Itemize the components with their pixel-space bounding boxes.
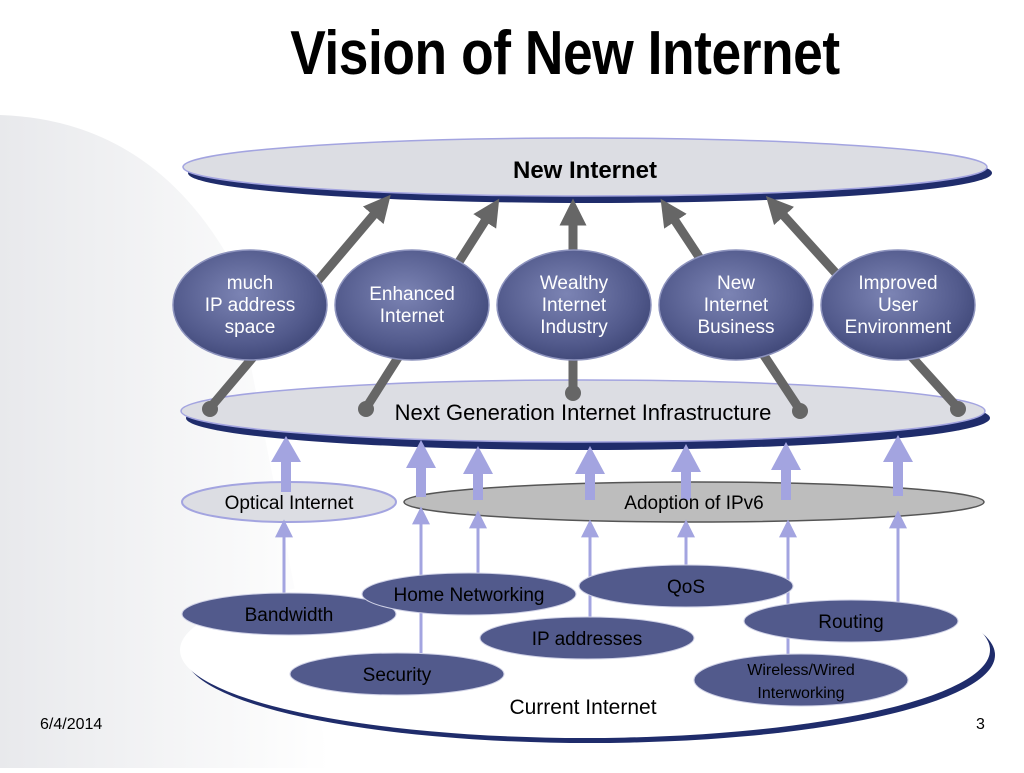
routing-oval	[743, 599, 959, 643]
ip-addresses-label: IP addresses	[532, 629, 643, 650]
thick-arrow-4	[575, 446, 605, 500]
ipv6-label: Adoption of IPv6	[624, 493, 763, 514]
benefit-oval-4	[658, 249, 814, 361]
home-networking-oval	[361, 572, 577, 616]
benefit-oval-5	[820, 249, 976, 361]
issue-labels: Bandwidth Home Networking QoS Routing IP…	[245, 577, 884, 702]
thick-arrow-7	[883, 435, 913, 496]
current-internet-label: Current Internet	[509, 696, 656, 719]
benefit-1-line-2: IP address	[205, 295, 295, 316]
thick-arrow-6	[771, 442, 801, 500]
benefit-5-line-1: Improved	[858, 273, 937, 294]
benefit-labels: much IP address space Enhanced Internet …	[205, 273, 952, 338]
benefit-1-line-1: much	[227, 273, 273, 294]
benefit-4-line-3: Business	[697, 317, 774, 338]
thick-arrow-1	[271, 436, 301, 492]
thick-arrow-5	[671, 444, 701, 500]
issue-ovals	[181, 564, 959, 707]
slide-title: Vision of New Internet	[290, 19, 840, 88]
infrastructure-layer	[180, 379, 990, 450]
slide-page-number: 3	[976, 716, 985, 733]
benefit-5-line-3: Environment	[845, 317, 952, 338]
arrow-dots	[202, 385, 966, 419]
benefit-2-line-2: Internet	[380, 306, 445, 327]
benefit-4-line-2: Internet	[704, 295, 769, 316]
optical-internet-label: Optical Internet	[225, 493, 355, 514]
wireless-wired-line-1: Wireless/Wired	[747, 662, 855, 679]
security-oval	[289, 652, 505, 696]
bandwidth-label: Bandwidth	[245, 605, 334, 626]
benefit-oval-3	[496, 249, 652, 361]
thick-arrow-2	[406, 440, 436, 497]
thick-arrow-3	[463, 446, 493, 500]
benefit-ovals	[172, 249, 976, 361]
benefit-5-line-2: User	[878, 295, 919, 316]
routing-label: Routing	[818, 612, 884, 633]
new-internet-layer	[182, 137, 992, 203]
ip-addresses-oval	[479, 616, 695, 660]
wireless-wired-line-2: Interworking	[757, 685, 844, 702]
slide-date: 6/4/2014	[40, 716, 103, 733]
qos-oval	[578, 564, 794, 608]
qos-label: QoS	[667, 577, 705, 598]
security-label: Security	[363, 665, 432, 686]
benefit-2-line-1: Enhanced	[369, 284, 455, 305]
benefit-4-line-1: New	[717, 273, 755, 294]
benefit-oval-2	[334, 249, 490, 361]
benefit-3-line-1: Wealthy	[540, 273, 609, 294]
benefit-oval-1	[172, 249, 328, 361]
bandwidth-oval	[181, 592, 397, 636]
benefit-3-line-3: Industry	[540, 317, 608, 338]
infrastructure-label: Next Generation Internet Infrastructure	[395, 400, 772, 425]
thick-up-arrows	[271, 435, 913, 500]
wireless-wired-oval	[693, 653, 909, 707]
benefit-3-line-2: Internet	[542, 295, 607, 316]
home-networking-label: Home Networking	[394, 585, 545, 606]
new-internet-label: New Internet	[513, 157, 657, 184]
benefit-1-line-3: space	[225, 317, 276, 338]
